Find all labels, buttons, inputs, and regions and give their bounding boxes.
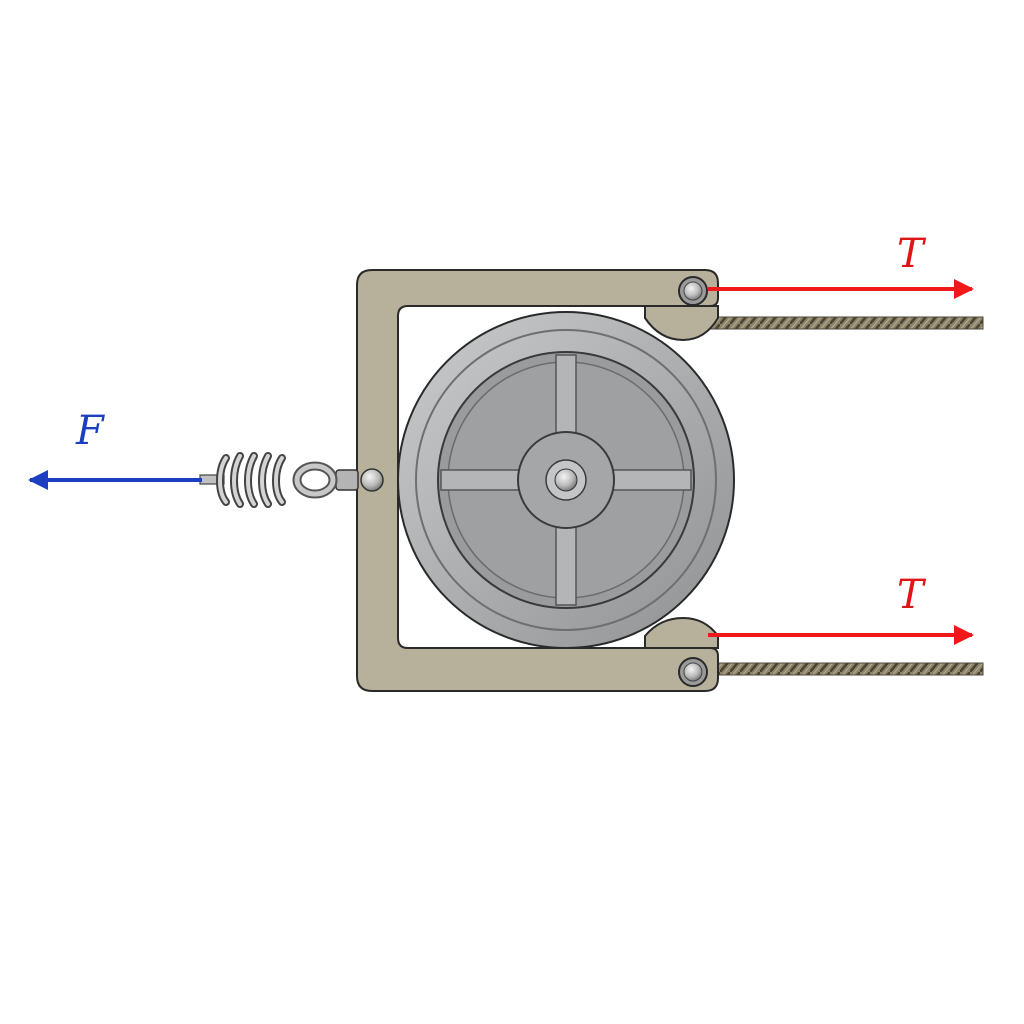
bolt-pin-icon [360, 468, 384, 492]
bracket-frame [356, 269, 719, 692]
coil-spring-icon [199, 452, 359, 508]
rope-bottom [699, 662, 984, 676]
pulley-wheel-icon [397, 311, 735, 649]
rope-top [699, 316, 984, 330]
bolt-pin-icon [678, 276, 708, 306]
tension-label-bottom: T [897, 572, 927, 618]
force-label-f: F [75, 408, 105, 454]
bolt-pin-icon [678, 657, 708, 687]
tension-label-top: T [897, 231, 927, 277]
